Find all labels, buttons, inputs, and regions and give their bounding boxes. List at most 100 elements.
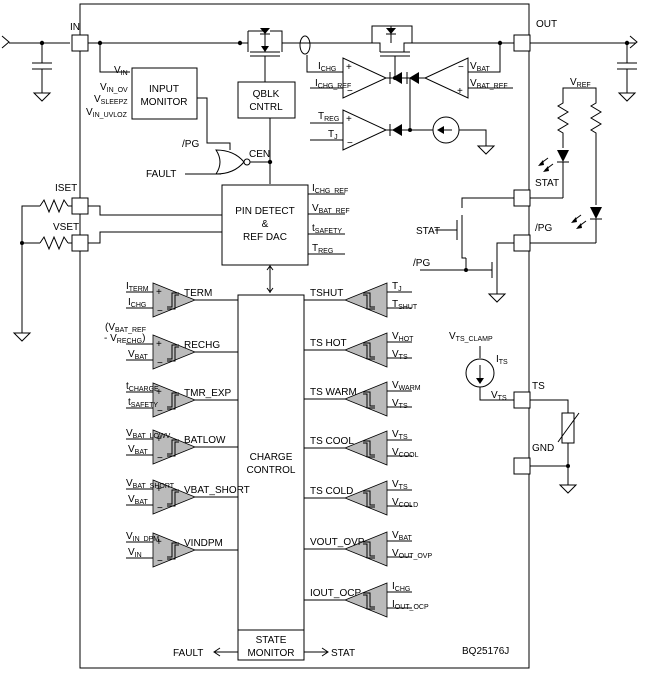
- svg-text:VIN: VIN: [128, 547, 142, 559]
- svg-text:VBAT: VBAT: [392, 530, 412, 542]
- svg-text:tCHARGE: tCHARGE: [126, 381, 159, 393]
- svg-text:−: −: [347, 138, 353, 149]
- svg-text:TJ: TJ: [328, 129, 338, 141]
- treg-amplifier: + − TREG TJ: [310, 78, 428, 151]
- pin-stat-label: STAT: [535, 178, 559, 189]
- svg-text:VTS: VTS: [392, 398, 408, 410]
- output-rail: [530, 35, 638, 102]
- svg-text:- VRECHG): - VRECHG): [104, 333, 145, 345]
- svg-text:VHOT: VHOT: [392, 331, 414, 343]
- state-monitor-block: STATE MONITOR: [237, 629, 305, 661]
- ichg-amplifier: + − ICHG ICHG_REF: [306, 55, 388, 99]
- svg-text:VBAT: VBAT: [470, 61, 490, 73]
- pin-in: IN: [70, 22, 89, 52]
- pin-pg-label: /PG: [535, 223, 552, 234]
- comparator-right: TSHUT TJ TSHUT: [304, 281, 418, 318]
- svg-text:VTS: VTS: [392, 349, 408, 361]
- svg-text:+: +: [156, 387, 162, 398]
- svg-text:ICHG: ICHG: [392, 581, 410, 593]
- pin-vset-label: VSET: [53, 222, 79, 233]
- svg-text:STATE: STATE: [256, 635, 287, 646]
- pin-detect-output-label: ICHG_REF: [312, 183, 348, 195]
- svg-text:IOUT_OCP: IOUT_OCP: [392, 599, 429, 611]
- comparator-name: IOUT_OCP: [310, 588, 361, 599]
- ic-outline: [79, 3, 530, 669]
- comparator-name: RECHG: [184, 340, 220, 351]
- svg-text:VTS: VTS: [392, 429, 408, 441]
- comparator-left: +−RECHG(VBAT_REF- VRECHG)VBAT: [104, 322, 238, 370]
- svg-text:TSHUT: TSHUT: [392, 299, 418, 311]
- svg-text:VOUT_OVP: VOUT_OVP: [392, 548, 432, 560]
- svg-text:VBAT: VBAT: [128, 444, 148, 456]
- svg-text:+: +: [156, 339, 162, 350]
- svg-text:+: +: [156, 287, 162, 298]
- nor-gate: /PG FAULT: [146, 139, 251, 180]
- comparator-name: TSHUT: [310, 288, 343, 299]
- svg-text:VCOLD: VCOLD: [392, 497, 418, 509]
- vref-pullups: VREF: [557, 77, 602, 205]
- comparator-name: BATLOW: [184, 435, 226, 446]
- svg-text:+: +: [156, 484, 162, 495]
- fault-input-label: FAULT: [146, 169, 176, 180]
- svg-text:VBAT: VBAT: [128, 494, 148, 506]
- svg-text:TJ: TJ: [392, 281, 402, 293]
- charge-control-block: CHARGE CONTROL: [237, 294, 305, 631]
- svg-text:CHARGE: CHARGE: [250, 452, 293, 463]
- svg-text:VIN_UVLOZ: VIN_UVLOZ: [86, 107, 128, 119]
- pin-gnd: GND: [513, 443, 554, 475]
- svg-text:ITERM: ITERM: [126, 281, 149, 293]
- svg-text:VCOOL: VCOOL: [392, 447, 419, 459]
- svg-text:VBAT: VBAT: [128, 349, 148, 361]
- svg-text:ICHG_REF: ICHG_REF: [315, 78, 351, 90]
- comparator-name: TMR_EXP: [184, 388, 232, 399]
- svg-text:+: +: [346, 114, 352, 125]
- iset-vset-network: [12, 198, 72, 342]
- pin-out-label: OUT: [536, 19, 557, 30]
- input-rail: [1, 35, 70, 102]
- svg-text:VIN_DPM: VIN_DPM: [126, 531, 159, 543]
- state-monitor-outputs: FAULT STAT: [173, 647, 355, 659]
- svg-text:VBAT_REF: VBAT_REF: [470, 78, 508, 90]
- comparator-name: TERM: [184, 288, 212, 299]
- svg-text:VBAT_SHORT: VBAT_SHORT: [126, 478, 175, 490]
- fault-output-label: FAULT: [173, 648, 203, 659]
- current-sense: [299, 35, 311, 55]
- svg-text:CNTRL: CNTRL: [249, 102, 283, 113]
- svg-text:INPUT: INPUT: [149, 84, 179, 95]
- svg-text:VREF: VREF: [570, 77, 591, 89]
- pin-detect-block: PIN DETECT & REF DAC: [221, 184, 309, 266]
- svg-text:&: &: [262, 219, 269, 230]
- ts-bias-source: VTS_CLAMP ITS VTS: [449, 331, 514, 402]
- pg-fet: /PG: [413, 242, 514, 303]
- svg-text:−: −: [157, 453, 163, 464]
- output-fet: [371, 25, 413, 66]
- input-fet: [240, 28, 290, 66]
- comparator-name: VOUT_OVP: [310, 537, 365, 548]
- stat-fet: STAT: [416, 197, 514, 259]
- part-number: BQ25176J: [462, 646, 509, 657]
- pin-in-label: IN: [70, 22, 80, 33]
- svg-text:ICHG: ICHG: [318, 61, 336, 73]
- diode-or: [386, 66, 425, 84]
- pg-gate-label: /PG: [413, 258, 430, 269]
- comparator-name: TS WARM: [310, 387, 357, 398]
- pin-ts: TS: [513, 381, 545, 409]
- comparator-name: VINDPM: [184, 538, 223, 549]
- pin-ts-label: TS: [532, 381, 545, 392]
- input-monitor-labels: VIN VIN_OV VSLEEPZ VIN_UVLOZ: [86, 65, 128, 119]
- svg-text:VTS_CLAMP: VTS_CLAMP: [449, 331, 493, 343]
- svg-text:−: −: [157, 556, 163, 567]
- stat-output-label: STAT: [331, 648, 355, 659]
- comparator-right: IOUT_OCP ICHG IOUT_OCP: [304, 581, 429, 618]
- svg-text:VIN_OV: VIN_OV: [100, 82, 128, 94]
- pin-detect-output-label: tSAFETY: [312, 223, 342, 235]
